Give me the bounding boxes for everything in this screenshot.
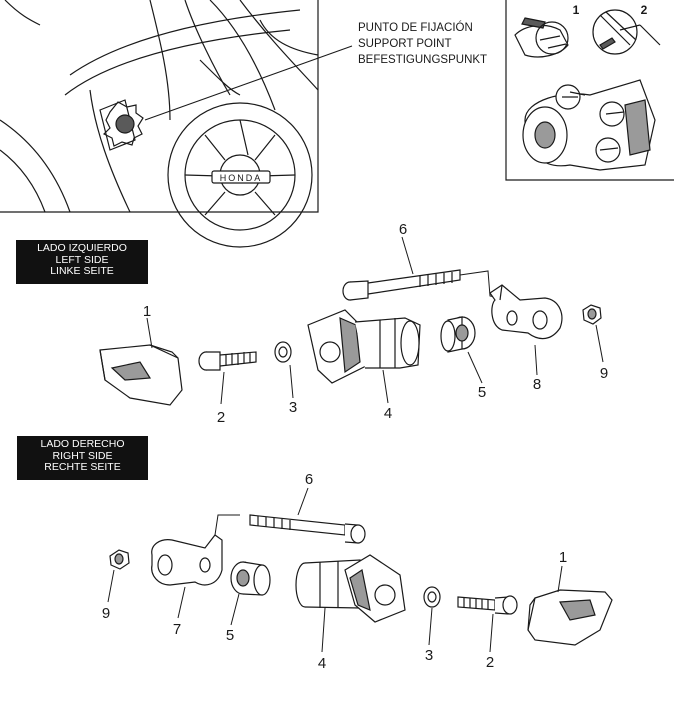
left-part-1-slider-cap (99, 344, 183, 406)
callout-line-2: SUPPORT POINT (358, 38, 452, 50)
right-num-1: 1 (559, 549, 567, 566)
left-num-1: 1 (143, 303, 151, 320)
left-part-4-spacer (307, 309, 421, 384)
right-side-assembly (107, 487, 613, 653)
right-side-label-es: LADO DERECHO (40, 438, 125, 450)
left-num-9: 9 (600, 365, 608, 382)
left-side-label-en: LEFT SIDE (55, 253, 109, 266)
right-num-5: 5 (226, 627, 234, 644)
inset-step-1: 1 (573, 3, 580, 17)
left-part-2-bolt (198, 351, 257, 371)
callout-line-1: PUNTO DE FIJACIÓN (358, 21, 473, 34)
right-num-9: 9 (102, 605, 110, 622)
left-side-label-de: LINKE SEITE (50, 265, 114, 277)
left-num-4: 4 (384, 405, 392, 422)
engine-detail-view (0, 0, 353, 248)
honda-logo-text: HONDA (220, 173, 263, 183)
installation-inset: 1 2 (505, 0, 674, 181)
right-num-4: 4 (318, 655, 326, 672)
left-part-8-bracket (489, 284, 563, 340)
inset-step-2: 2 (641, 3, 648, 17)
left-num-6: 6 (399, 221, 407, 238)
right-side-label: LADO DERECHO RIGHT SIDE RECHTE SEITE (17, 436, 148, 480)
left-num-8: 8 (533, 376, 541, 393)
right-num-2: 2 (486, 654, 494, 671)
left-side-assembly (99, 236, 604, 406)
left-part-5-bushing (440, 316, 476, 353)
right-part-9-nut (109, 549, 130, 570)
right-part-2-bolt (457, 595, 518, 615)
right-num-3: 3 (425, 647, 433, 664)
right-part-4-spacer (295, 554, 406, 623)
right-side-part-numbers: 9 7 5 6 4 3 2 1 (102, 471, 567, 672)
left-part-6-long-bolt (342, 269, 501, 301)
left-side-part-numbers: 1 2 3 4 5 6 8 9 (143, 221, 608, 426)
left-num-3: 3 (289, 399, 297, 416)
right-num-6: 6 (305, 471, 313, 488)
honda-logo: HONDA (211, 170, 271, 184)
right-side-label-en: RIGHT SIDE (52, 449, 113, 462)
left-side-label: LADO IZQUIERDO LEFT SIDE LINKE SEITE (16, 240, 148, 284)
left-side-label-es: LADO IZQUIERDO (37, 242, 127, 254)
left-part-3-washer (274, 341, 292, 363)
right-part-5-bushing (230, 561, 271, 596)
right-part-7-bracket (151, 514, 240, 586)
right-part-6-long-bolt (249, 514, 366, 544)
support-point-callout: PUNTO DE FIJACIÓN SUPPORT POINT BEFESTIG… (358, 21, 487, 66)
left-part-9-nut (582, 304, 602, 325)
left-num-5: 5 (478, 384, 486, 401)
left-num-2: 2 (217, 409, 225, 426)
callout-line-3: BEFESTIGUNGSPUNKT (358, 54, 487, 66)
right-side-label-de: RECHTE SEITE (44, 461, 121, 473)
right-part-1-slider-cap (527, 589, 613, 646)
right-part-3-washer (423, 586, 441, 608)
right-num-7: 7 (173, 621, 181, 638)
